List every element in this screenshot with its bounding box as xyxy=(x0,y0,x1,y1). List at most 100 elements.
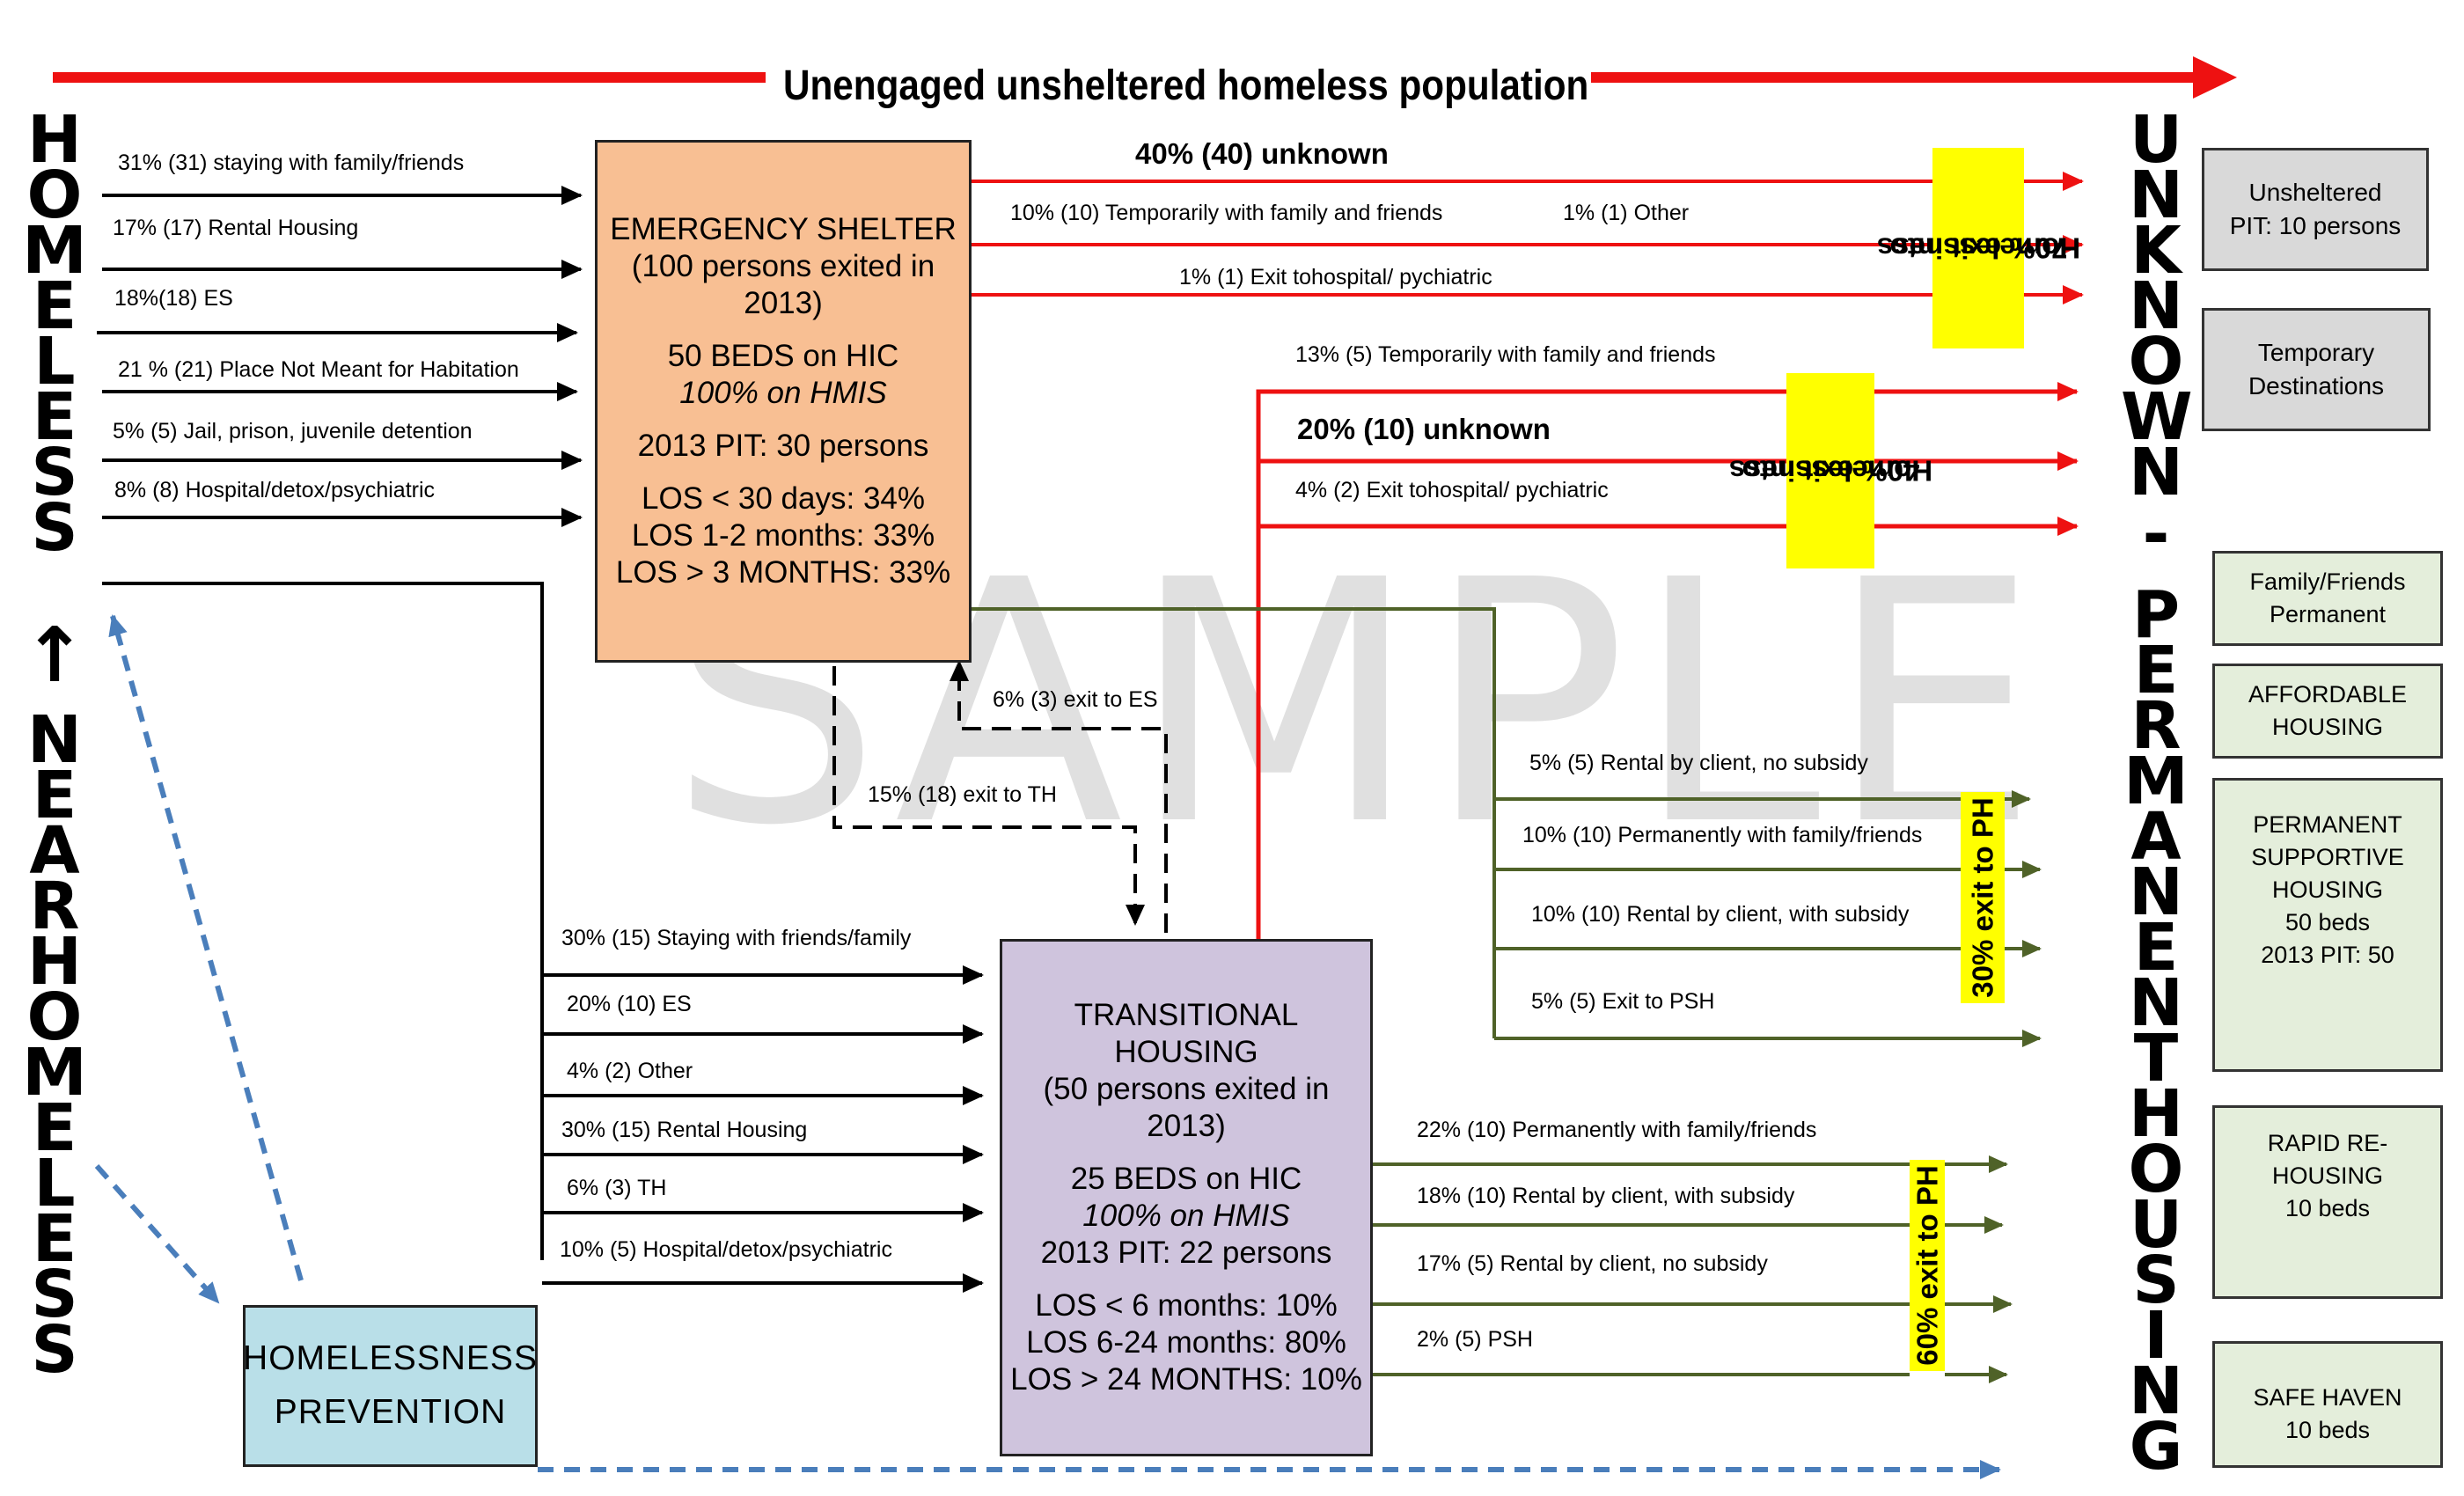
badge-line: 60% exit to PH xyxy=(1910,1165,1944,1366)
es-entry-label: 5% (5) Jail, prison, juvenile detention xyxy=(113,419,473,444)
th-entry-label: 30% (15) Rental Housing xyxy=(561,1118,808,1142)
th-line: 25 BEDS on HIC xyxy=(1070,1162,1302,1196)
destination-line: Destinations xyxy=(2248,372,2385,400)
es-line: LOS < 30 days: 34% xyxy=(641,481,925,516)
th-inflow-arrows xyxy=(542,965,984,1293)
th-entry-label: 20% (10) ES xyxy=(567,992,692,1016)
transfer-to-es-label: 6% (3) exit to ES xyxy=(993,687,1158,712)
th-entry-label: 30% (15) Staying with friends/family xyxy=(561,926,912,950)
th-line: 2013 PIT: 22 persons xyxy=(1040,1236,1332,1270)
th-exit-label: 13% (5) Temporarily with family and frie… xyxy=(1295,342,1716,367)
es-entry-label: 21 % (21) Place Not Meant for Habitation xyxy=(118,357,519,382)
rapid-rehousing-box: RAPID RE- HOUSING 10 beds xyxy=(2212,1105,2443,1299)
th-ph-exit-label: 2% (5) PSH xyxy=(1417,1327,1533,1352)
permanent-housing-vertical-label: PERMANENT HOUSING xyxy=(2123,577,2189,1485)
es-entry-label: 18%(18) ES xyxy=(114,286,233,311)
es-exit-label: 10% (10) Temporarily with family and fri… xyxy=(1010,201,1443,225)
es-line: 2013) xyxy=(744,286,823,320)
es-inflow-arrows xyxy=(97,186,583,1260)
banner-arrow xyxy=(53,56,2237,99)
badge-line: Homelessness xyxy=(1728,454,1932,488)
th-entry-label: 6% (3) TH xyxy=(567,1176,667,1200)
th-ph-exit-label: 18% (10) Rental by client, with subsidy xyxy=(1417,1184,1795,1208)
es-line: 2013 PIT: 30 persons xyxy=(637,429,929,463)
th-line: 100% on HMIS xyxy=(1082,1199,1290,1233)
emergency-shelter-box: EMERGENCY SHELTER (100 persons exited in… xyxy=(595,140,972,663)
badge-line: 30% exit to PH xyxy=(1966,797,1999,998)
up-arrow-icon: ↑ xyxy=(22,612,87,700)
homeless-vertical-label: HOMELESS xyxy=(22,102,87,566)
th-ph-exit-lines xyxy=(1373,1155,2013,1383)
es-ph-badge: 30% exit to PH xyxy=(1961,792,2005,1003)
th-line: 2013) xyxy=(1147,1109,1226,1143)
unsheltered-destination-box: Unsheltered PIT: 10 persons xyxy=(2202,148,2429,271)
prevention-flow-lines xyxy=(94,614,2001,1479)
badge-line: Homelessness xyxy=(1876,231,2080,265)
destination-line: Temporary xyxy=(2257,339,2375,366)
es-ph-exit-label: 10% (10) Rental by client, with subsidy xyxy=(1531,902,1910,927)
destination-line: HOUSING xyxy=(2271,1162,2383,1189)
family-friends-permanent-box: Family/Friends Permanent xyxy=(2212,551,2443,646)
es-ph-exit-lines xyxy=(972,607,2042,1047)
destination-line: PERMANENT xyxy=(2253,810,2402,838)
affordable-housing-box: AFFORDABLE HOUSING xyxy=(2212,664,2443,759)
destination-line: 50 beds xyxy=(2284,908,2371,935)
es-ph-exit-label: 5% (5) Rental by client, no subsidy xyxy=(1529,751,1868,775)
es-line: LOS 1-2 months: 33% xyxy=(631,518,935,553)
unknown-vertical-label: UNKNOWN xyxy=(2121,102,2193,510)
th-line: LOS > 24 MONTHS: 10% xyxy=(1010,1362,1362,1397)
temporary-destination-box: Temporary Destinations xyxy=(2202,308,2431,431)
safe-haven-box: SAFE HAVEN 10 beds xyxy=(2212,1341,2443,1468)
hp-line: HOMELESSNESS xyxy=(243,1339,538,1378)
es-unknown-headline: 40% (40) unknown xyxy=(1135,137,1389,170)
transfer-to-th-label: 15% (18) exit to TH xyxy=(868,782,1057,807)
destination-line: Unsheltered xyxy=(2248,179,2382,206)
es-th-transfer-lines xyxy=(832,660,1168,933)
es-unknown-exit-lines xyxy=(972,172,2084,304)
th-line: TRANSITIONAL xyxy=(1074,998,1299,1032)
th-ph-exit-label: 22% (10) Permanently with family/friends xyxy=(1417,1118,1817,1142)
destination-line: 2013 PIT: 50 xyxy=(2261,941,2394,968)
th-ph-badge: 60% exit to PH xyxy=(1910,1160,1945,1371)
es-exit-label: 1% (1) Exit tohospital/ pychiatric xyxy=(1179,265,1492,290)
destination-line: 10 beds xyxy=(2284,1417,2371,1443)
th-line: HOUSING xyxy=(1114,1035,1258,1069)
diagram-title: Unengaged unsheltered homeless populatio… xyxy=(783,62,1589,109)
es-entry-label: 31% (31) staying with family/friends xyxy=(118,150,465,175)
homelessness-prevention-box: HOMELESSNESS PREVENTION xyxy=(243,1305,538,1467)
destination-line: 10 beds xyxy=(2284,1194,2371,1221)
destination-line: Family/Friends xyxy=(2249,568,2406,595)
destination-line: SAFE HAVEN xyxy=(2253,1384,2402,1411)
th-unknown-headline: 20% (10) unknown xyxy=(1297,413,1551,445)
th-exit-label: 4% (2) Exit tohospital/ pychiatric xyxy=(1295,478,1609,502)
th-entry-label: 4% (2) Other xyxy=(567,1059,693,1083)
destination-line: HOUSING xyxy=(2271,876,2383,903)
es-line: (100 persons exited in xyxy=(631,249,935,283)
destination-line: RAPID RE- xyxy=(2267,1129,2388,1156)
th-line: (50 persons exited in xyxy=(1043,1072,1330,1106)
es-line: 100% on HMIS xyxy=(679,376,887,410)
near-homeless-vertical-label: NEAR HOMELESS xyxy=(22,702,87,1388)
destination-line: SUPPORTIVE xyxy=(2251,843,2404,870)
th-entry-label: 10% (5) Hospital/detox/psychiatric xyxy=(560,1237,892,1262)
es-ph-exit-label: 5% (5) Exit to PSH xyxy=(1531,989,1715,1014)
es-line: EMERGENCY SHELTER xyxy=(610,212,957,246)
th-line: LOS < 6 months: 10% xyxy=(1035,1288,1338,1323)
es-entry-label: 17% (17) Rental Housing xyxy=(113,216,359,240)
es-ph-exit-label: 10% (10) Permanently with family/friends xyxy=(1522,823,1923,847)
destination-line: HOUSING xyxy=(2271,714,2383,740)
transitional-housing-box: TRANSITIONAL HOUSING (50 persons exited … xyxy=(1000,939,1373,1456)
es-exit-label: 1% (1) Other xyxy=(1563,201,1690,225)
es-line: 50 BEDS on HIC xyxy=(667,339,899,373)
destination-line: AFFORDABLE xyxy=(2248,681,2408,708)
destination-line: Permanent xyxy=(2269,601,2387,627)
th-line: LOS 6-24 months: 80% xyxy=(1026,1325,1346,1360)
destination-line: PIT: 10 persons xyxy=(2229,212,2402,239)
vertical-dash: - xyxy=(2142,496,2170,572)
hp-line: PREVENTION xyxy=(274,1393,507,1431)
es-line: LOS > 3 MONTHS: 33% xyxy=(615,555,951,590)
